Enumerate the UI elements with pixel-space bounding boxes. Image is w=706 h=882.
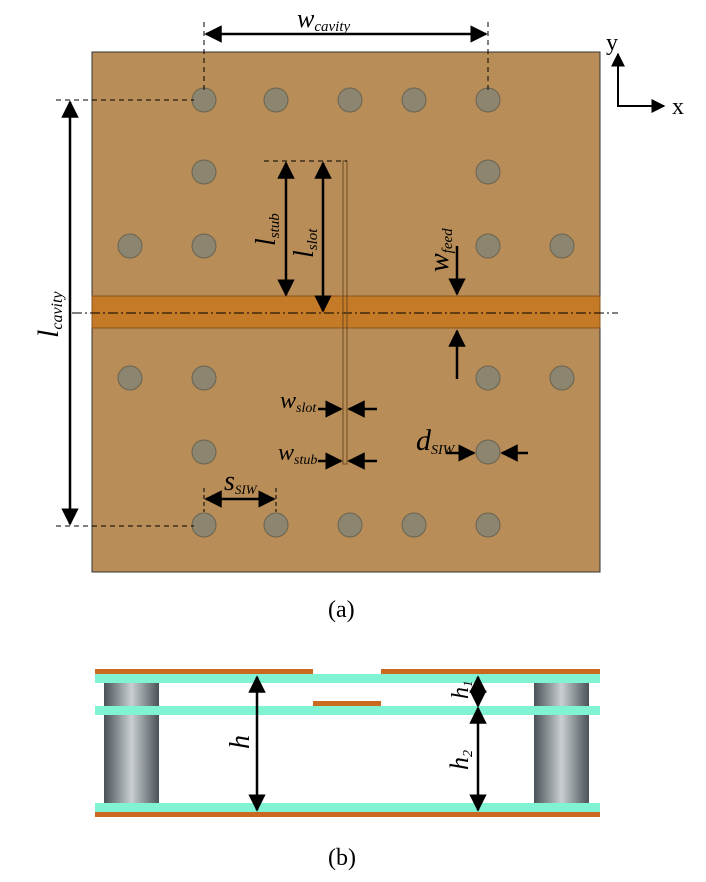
h2-sub: 2 bbox=[461, 750, 476, 757]
svg-text:wslot: wslot bbox=[280, 388, 317, 416]
caption-b: (b) bbox=[328, 845, 356, 871]
feed-strip bbox=[313, 701, 381, 706]
via bbox=[549, 365, 575, 391]
via bbox=[191, 87, 217, 113]
w-stub-dimension: wstub bbox=[278, 440, 377, 470]
via bbox=[191, 365, 217, 391]
svg-text:lcavity: lcavity bbox=[32, 291, 66, 338]
svg-text:lstub: lstub bbox=[251, 213, 283, 246]
via bbox=[549, 233, 575, 259]
w-stub-main: w bbox=[278, 440, 294, 466]
dielectric-middle bbox=[95, 706, 600, 715]
axis-y-label: y bbox=[606, 30, 618, 56]
svg-text:h1: h1 bbox=[448, 681, 475, 700]
l-slot-sub: slot bbox=[305, 228, 321, 251]
w-slot-dimension: wslot bbox=[280, 388, 377, 418]
w-slot-sub: slot bbox=[296, 401, 317, 416]
svg-text:wfeed: wfeed bbox=[424, 228, 456, 272]
h1-sub: 1 bbox=[460, 681, 475, 688]
caption-a: (a) bbox=[328, 597, 355, 623]
via-cylinder-right bbox=[534, 678, 589, 806]
via bbox=[475, 87, 501, 113]
cross-section-view: h h1 h2 (b) bbox=[95, 669, 600, 871]
w-feed-dimension: wfeed bbox=[424, 228, 466, 379]
siw-vias bbox=[117, 87, 575, 538]
w-cavity-dimension: wcavity bbox=[203, 4, 489, 90]
w-slot-main: w bbox=[280, 388, 296, 414]
s-siw-dimension: sSIW bbox=[203, 466, 277, 512]
via bbox=[117, 233, 143, 259]
top-copper-left bbox=[95, 669, 313, 674]
via bbox=[475, 233, 501, 259]
via bbox=[475, 439, 501, 465]
via bbox=[475, 365, 501, 391]
via-cylinder-left bbox=[104, 678, 159, 806]
d-siw-dimension: dSIW bbox=[416, 424, 528, 462]
coordinate-axes: y x bbox=[606, 30, 684, 120]
d-siw-sub: SIW bbox=[431, 443, 456, 458]
svg-text:dSIW: dSIW bbox=[416, 424, 456, 458]
l-cavity-dimension: lcavity bbox=[32, 99, 194, 527]
dielectric-bottom bbox=[95, 803, 600, 812]
feed-line bbox=[91, 295, 601, 329]
s-siw-main: s bbox=[224, 466, 235, 497]
h2-main: h bbox=[445, 757, 474, 770]
h-label: h bbox=[225, 735, 256, 749]
via bbox=[117, 365, 143, 391]
l-cavity-sub: cavity bbox=[49, 291, 66, 330]
s-siw-sub: SIW bbox=[235, 482, 258, 497]
l-stub-sub: stub bbox=[267, 213, 283, 239]
svg-text:wstub: wstub bbox=[278, 440, 317, 468]
w-feed-main: w bbox=[424, 253, 455, 272]
svg-text:lslot: lslot bbox=[289, 228, 321, 258]
via bbox=[337, 512, 363, 538]
stub-slot-dimensions: lstub lslot bbox=[251, 160, 347, 313]
l-stub-main: l bbox=[251, 238, 282, 246]
bottom-copper bbox=[95, 812, 600, 817]
w-cavity-main: w bbox=[297, 4, 315, 33]
d-siw-main: d bbox=[416, 424, 432, 457]
via bbox=[337, 87, 363, 113]
l-slot-main: l bbox=[289, 250, 320, 258]
dielectric-top bbox=[95, 674, 600, 683]
top-copper-right bbox=[381, 669, 600, 674]
via bbox=[401, 87, 427, 113]
w-feed-sub: feed bbox=[440, 228, 456, 253]
via bbox=[191, 233, 217, 259]
via bbox=[191, 159, 217, 185]
axis-x-label: x bbox=[672, 94, 684, 120]
top-view: wcavity lcavity lstub lslot wfeed ws bbox=[32, 4, 684, 623]
via bbox=[475, 512, 501, 538]
via bbox=[263, 87, 289, 113]
w-stub-sub: stub bbox=[294, 453, 317, 468]
via bbox=[191, 439, 217, 465]
h1-main: h bbox=[448, 687, 474, 699]
via bbox=[191, 512, 217, 538]
svg-text:wcavity: wcavity bbox=[297, 4, 350, 35]
via bbox=[475, 159, 501, 185]
l-cavity-main: l bbox=[32, 330, 65, 338]
w-cavity-sub: cavity bbox=[314, 19, 350, 35]
svg-text:sSIW: sSIW bbox=[224, 466, 258, 497]
svg-text:h2: h2 bbox=[445, 750, 476, 770]
via bbox=[263, 512, 289, 538]
via bbox=[401, 512, 427, 538]
